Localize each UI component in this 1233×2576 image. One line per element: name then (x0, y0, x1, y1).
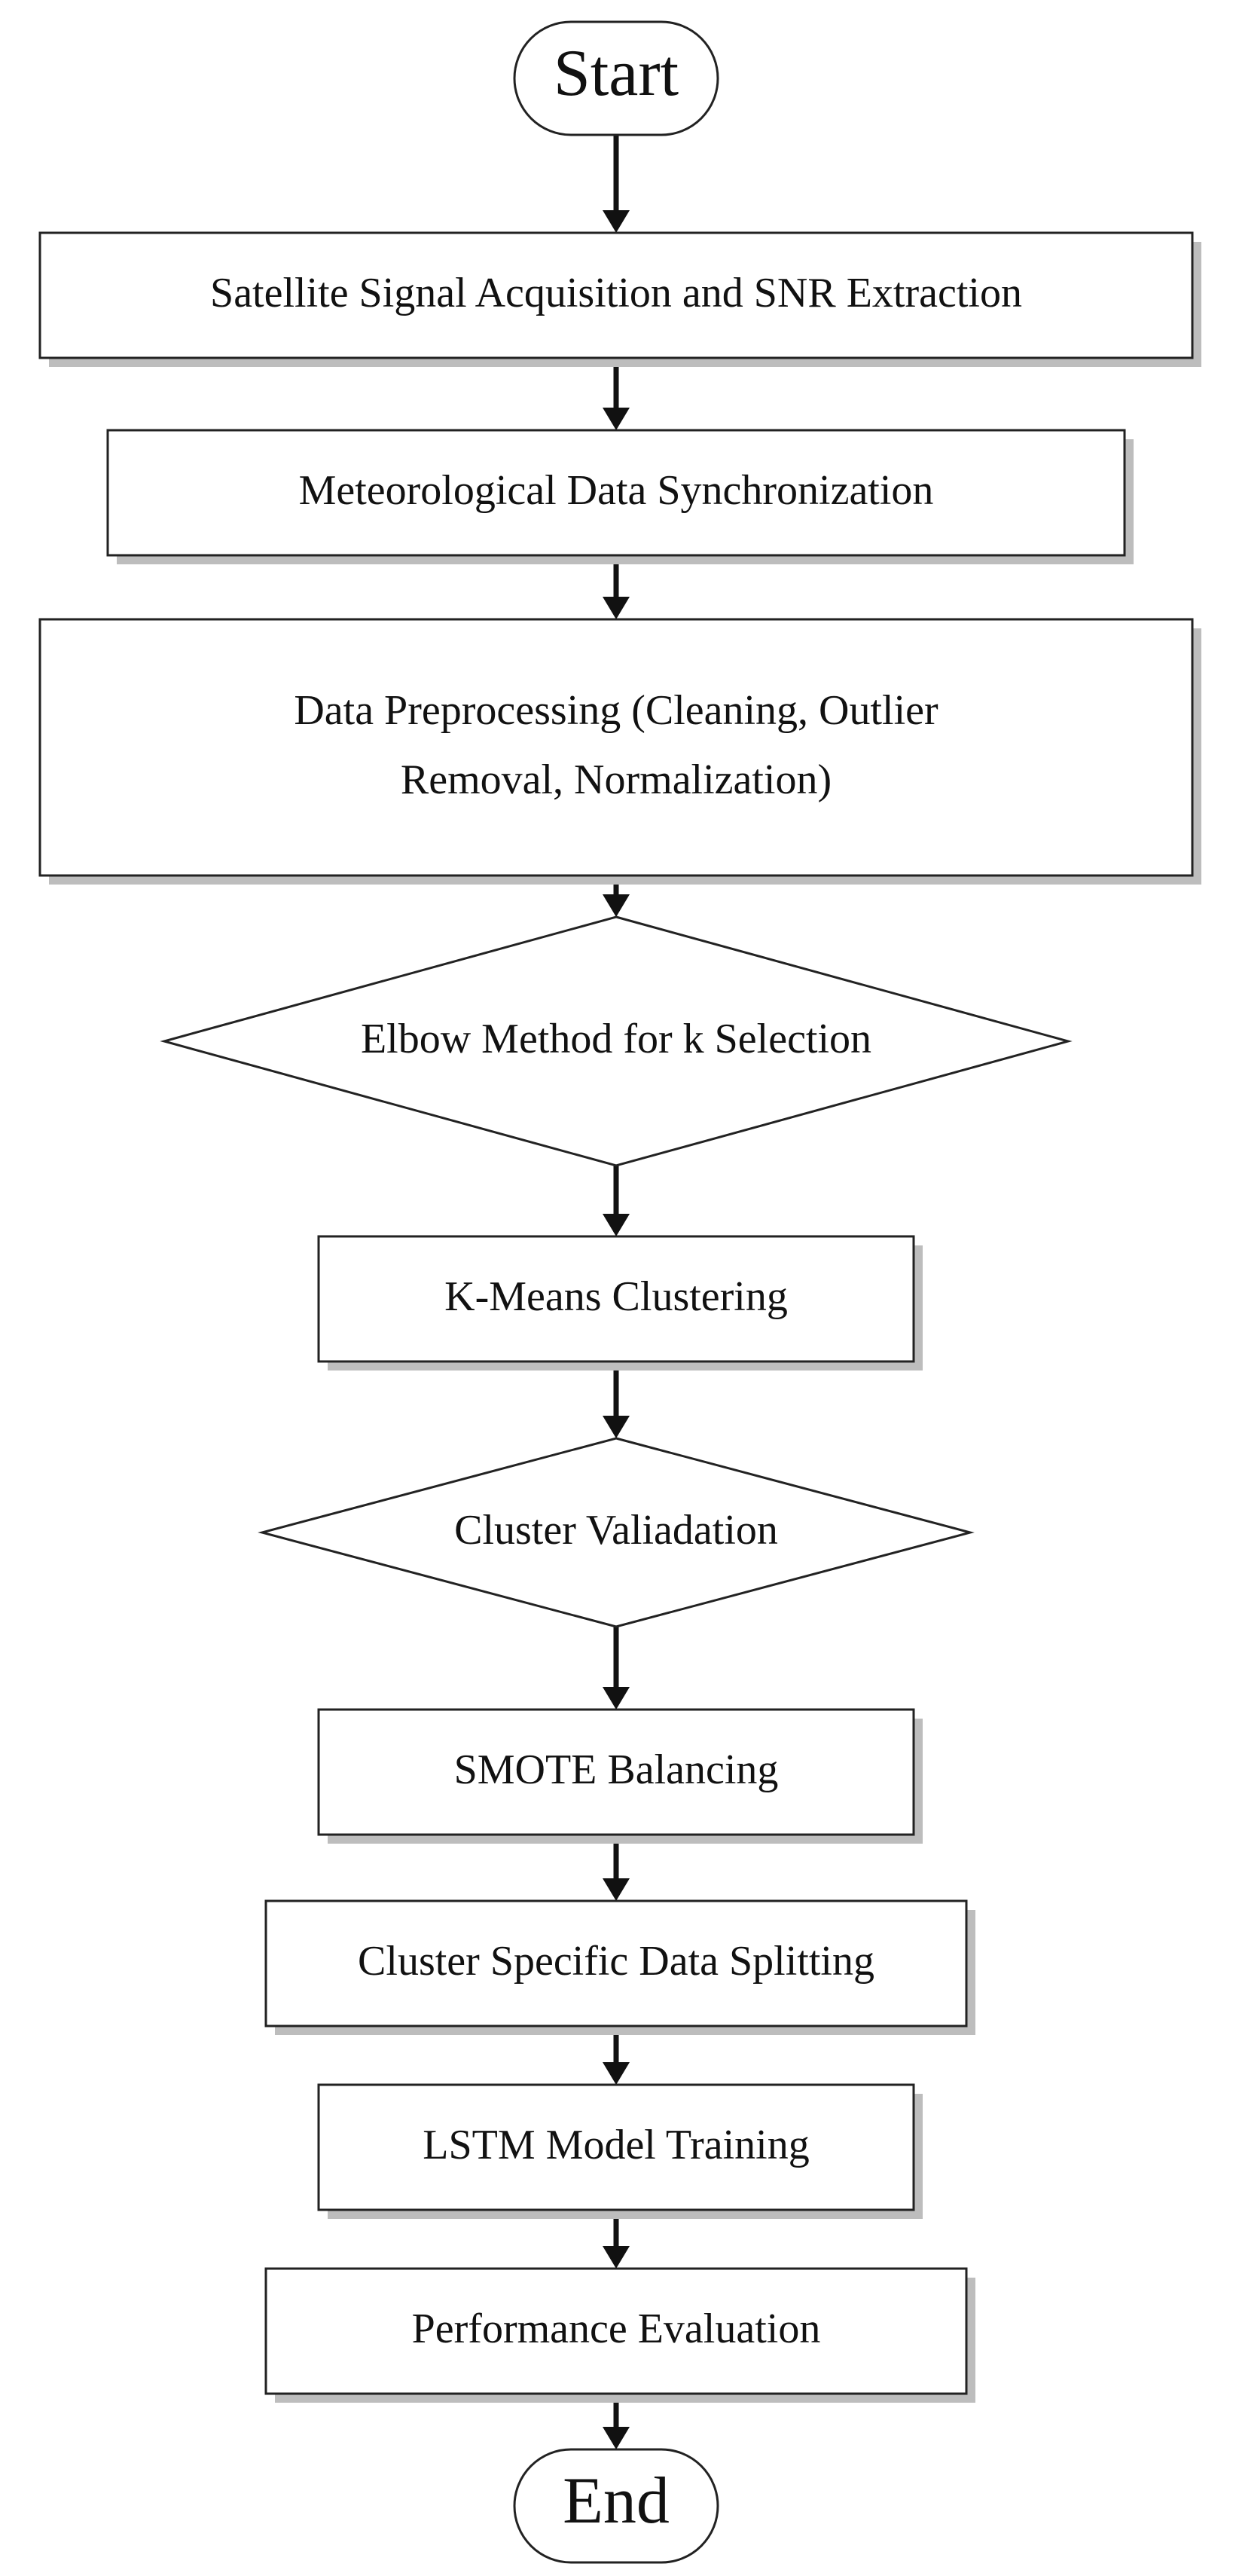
node-splitting: Cluster Specific Data Splitting (264, 1899, 975, 2035)
node-preprocessing: Data Preprocessing (Cleaning, OutlierRem… (38, 618, 1201, 885)
node-sync: Meteorological Data Synchronization (106, 429, 1134, 564)
node-label-elbow: Elbow Method for k Selection (361, 1016, 871, 1062)
terminal-shape (513, 20, 719, 136)
arrow-head-icon (603, 2246, 630, 2269)
node-end: End (513, 2448, 719, 2564)
node-evaluation: Performance Evaluation (264, 2267, 975, 2403)
node-label-sync: Meteorological Data Synchronization (299, 467, 934, 514)
arrow-start-to-acquisition (603, 135, 630, 233)
node-smote: SMOTE Balancing (317, 1708, 923, 1844)
node-label-end: End (563, 2464, 670, 2538)
process-box (317, 2083, 915, 2211)
node-label-start: Start (554, 37, 679, 110)
process-box (38, 231, 1194, 359)
node-label-lstm: LSTM Model Training (423, 2122, 809, 2168)
terminal-shape (513, 2448, 719, 2564)
arrow-head-icon (603, 210, 630, 233)
arrow-elbow-to-kmeans (603, 1166, 630, 1236)
process-box (106, 429, 1126, 557)
process-box (317, 1235, 915, 1363)
arrow-validation-to-smote (603, 1627, 630, 1710)
arrow-head-icon (603, 1214, 630, 1236)
node-label-splitting: Cluster Specific Data Splitting (358, 1938, 874, 1985)
node-label-smote: SMOTE Balancing (454, 1746, 779, 1793)
arrow-smote-to-splitting (603, 1835, 630, 1901)
node-validation: Cluster Valiadation (258, 1437, 975, 1628)
connector-layer (603, 135, 630, 2449)
node-lstm: LSTM Model Training (317, 2083, 923, 2219)
arrow-head-icon (603, 408, 630, 430)
node-label-validation: Cluster Valiadation (454, 1507, 778, 1554)
node-kmeans: K-Means Clustering (317, 1235, 923, 1371)
arrow-head-icon (603, 1878, 630, 1901)
decision-diamond (258, 1437, 975, 1628)
arrow-head-icon (603, 2427, 630, 2449)
arrow-head-icon (603, 894, 630, 917)
process-box (38, 618, 1194, 877)
process-box (317, 1708, 915, 1836)
decision-diamond (160, 915, 1073, 1167)
arrow-head-icon (603, 597, 630, 619)
node-label-acquisition: Satellite Signal Acquisition and SNR Ext… (210, 270, 1022, 316)
node-label-preprocessing-line-1: Data Preprocessing (Cleaning, Outlier (294, 687, 938, 734)
process-box (264, 2267, 968, 2395)
node-elbow: Elbow Method for k Selection (160, 915, 1073, 1167)
node-label-evaluation: Performance Evaluation (412, 2306, 821, 2352)
arrow-head-icon (603, 1416, 630, 1438)
arrow-kmeans-to-validation (603, 1361, 630, 1438)
arrow-head-icon (603, 1687, 630, 1710)
arrow-sync-to-preprocessing (603, 555, 630, 619)
node-acquisition: Satellite Signal Acquisition and SNR Ext… (38, 231, 1201, 367)
arrow-head-icon (603, 2062, 630, 2085)
arrow-acquisition-to-sync (603, 358, 630, 430)
node-label-kmeans: K-Means Clustering (444, 1273, 788, 1320)
node-label-preprocessing-line-2: Removal, Normalization) (401, 756, 832, 803)
process-box (264, 1899, 968, 2027)
node-start: Start (513, 20, 719, 136)
